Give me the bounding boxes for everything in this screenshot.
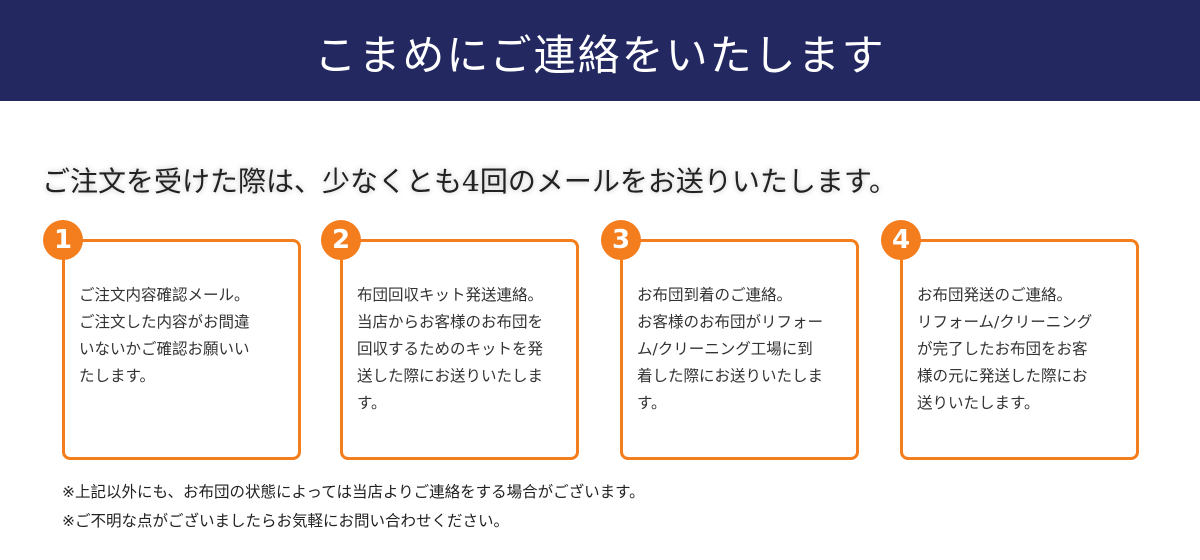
step-line: す。 xyxy=(357,394,387,412)
page-title: こまめにご連絡をいたします xyxy=(314,31,886,80)
step-description: ご注文内容確認メール。ご注文した内容がお間違いないかご確認お願いいたします。 xyxy=(79,282,250,390)
step-line: お布団到着のご連絡。 xyxy=(637,286,793,304)
step-line: す。 xyxy=(637,394,667,412)
notes: ※上記以外にも、お布団の状態によっては当店よりご連絡をする場合がございます。 ※… xyxy=(62,478,645,536)
step-line: 送した際にお送りいたしま xyxy=(357,367,544,385)
step-number-badge: 2 xyxy=(321,220,361,260)
step-line: が完了したお布団をお客 xyxy=(917,340,1088,358)
step-line: ご注文した内容がお間違 xyxy=(79,313,250,331)
step-card-1: 1 ご注文内容確認メール。ご注文した内容がお間違いないかご確認お願いいたします。 xyxy=(43,220,301,460)
note-2: ※ご不明な点がございましたらお気軽にお問い合わせください。 xyxy=(62,512,509,530)
header-banner: こまめにご連絡をいたします xyxy=(0,0,1200,101)
step-line: いないかご確認お願いい xyxy=(79,340,250,358)
step-number-badge: 4 xyxy=(881,220,921,260)
step-line: 当店からお客様のお布団を xyxy=(357,313,544,331)
step-line: お客様のお布団がリフォー xyxy=(637,313,824,331)
step-number-badge: 3 xyxy=(601,220,641,260)
step-line: お布団発送のご連絡。 xyxy=(917,286,1073,304)
step-line: 送りいたします。 xyxy=(917,394,1040,412)
step-card-4: 4 お布団発送のご連絡。リフォーム/クリーニングが完了したお布団をお客様の元に発送… xyxy=(881,220,1139,460)
step-line: ご注文内容確認メール。 xyxy=(79,286,250,304)
step-line: 着した際にお送りいたしま xyxy=(637,367,824,385)
step-line: ム/クリーニング工場に到 xyxy=(637,340,813,358)
step-description: お布団発送のご連絡。リフォーム/クリーニングが完了したお布団をお客様の元に発送し… xyxy=(917,282,1092,417)
step-card-2: 2 布団回収キット発送連絡。当店からお客様のお布団を回収するためのキットを発送した… xyxy=(321,220,579,460)
step-line: リフォーム/クリーニング xyxy=(917,313,1093,331)
step-line: 様の元に発送した際にお xyxy=(917,367,1088,385)
step-line: 回収するためのキットを発 xyxy=(357,340,544,358)
lead-text: ご注文を受けた際は、少なくとも4回のメールをお送りいたします。 xyxy=(42,165,898,198)
step-line: たします。 xyxy=(79,367,155,385)
step-card-3: 3 お布団到着のご連絡。お客様のお布団がリフォーム/クリーニング工場に到着した際に… xyxy=(601,220,859,460)
step-description: 布団回収キット発送連絡。当店からお客様のお布団を回収するためのキットを発送した際… xyxy=(357,282,543,417)
step-line: 布団回収キット発送連絡。 xyxy=(357,286,544,304)
step-number-badge: 1 xyxy=(43,220,83,260)
step-description: お布団到着のご連絡。お客様のお布団がリフォーム/クリーニング工場に到着した際にお… xyxy=(637,282,823,417)
note-1: ※上記以外にも、お布団の状態によっては当店よりご連絡をする場合がございます。 xyxy=(62,483,645,501)
